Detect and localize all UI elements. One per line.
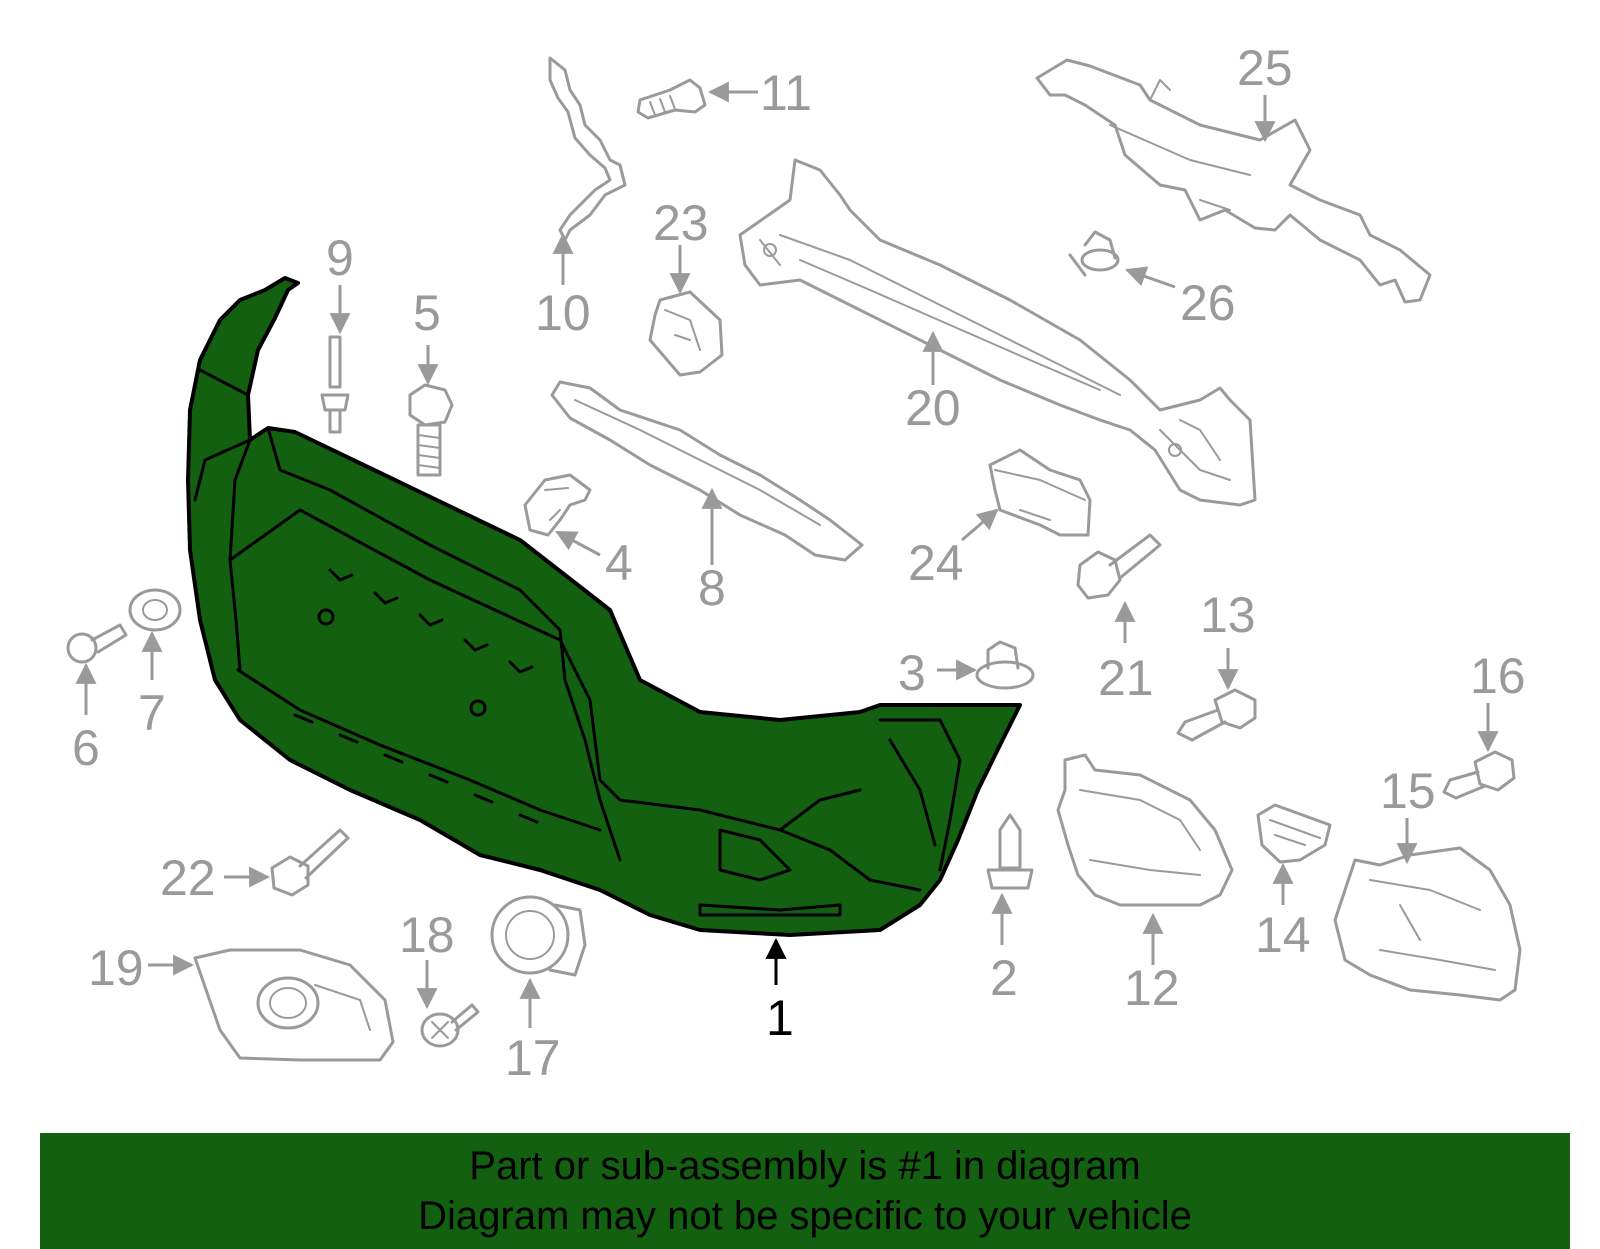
part-5-bolt[interactable] (408, 383, 454, 477)
callout-8: 8 (698, 560, 726, 616)
part-26-clip[interactable] (1068, 230, 1120, 277)
callout-6: 6 (72, 720, 100, 776)
part-8-absorber[interactable] (550, 380, 864, 562)
callout-4: 4 (605, 535, 633, 591)
callout-20: 20 (905, 380, 961, 436)
arrow-24 (961, 508, 999, 542)
part-10-wire-bracket[interactable] (548, 56, 627, 242)
part-21-bolt[interactable] (1076, 533, 1162, 600)
part-25-upper-bracket[interactable] (1035, 58, 1432, 304)
callout-18: 18 (399, 907, 455, 963)
callout-19: 19 (88, 940, 144, 996)
part-16-bolt[interactable] (1442, 750, 1516, 800)
part-15-shield[interactable] (1333, 846, 1522, 1002)
part-17-fog-lamp[interactable] (490, 895, 587, 977)
callout-9: 9 (326, 230, 354, 286)
callout-12: 12 (1124, 960, 1180, 1016)
part-13-bolt[interactable] (1176, 688, 1257, 742)
arrow-26 (1125, 266, 1176, 289)
callout-15: 15 (1380, 763, 1436, 819)
part-24-bracket[interactable] (988, 448, 1092, 537)
callout-10: 10 (535, 285, 591, 341)
part-1-bumper-cover[interactable] (186, 276, 1022, 937)
callout-17: 17 (505, 1030, 561, 1086)
callout-16: 16 (1470, 648, 1526, 704)
callout-5: 5 (413, 285, 441, 341)
part-22-bolt[interactable] (270, 828, 350, 897)
callout-24: 24 (908, 535, 964, 591)
part-9-pin[interactable] (320, 335, 350, 434)
part-11-bolt[interactable] (636, 78, 707, 120)
part-2-pin[interactable] (986, 813, 1034, 890)
part-4-bracket[interactable] (523, 473, 592, 537)
callout-arrows (75, 81, 1499, 1028)
callout-23: 23 (653, 195, 709, 251)
callout-labels: 1 2 3 4 5 6 7 8 9 10 11 12 13 14 15 16 1… (72, 40, 1526, 1086)
callout-21: 21 (1098, 650, 1154, 706)
callout-3: 3 (898, 645, 926, 701)
part-6-screw[interactable] (66, 623, 128, 664)
part-23-bracket[interactable] (648, 290, 724, 377)
banner-line-2: Diagram may not be specific to your vehi… (418, 1194, 1192, 1238)
banner-line-1: Part or sub-assembly is #1 in diagram (469, 1144, 1141, 1188)
part-20-reinforcement-beam[interactable] (738, 158, 1257, 507)
arrow-4 (555, 530, 601, 557)
callout-26: 26 (1180, 275, 1236, 331)
part-12-bracket[interactable] (1056, 753, 1234, 907)
part-14-connector[interactable] (1256, 803, 1332, 864)
part-19-fog-bezel[interactable] (193, 948, 395, 1062)
callout-14: 14 (1255, 907, 1311, 963)
callout-2: 2 (990, 950, 1018, 1006)
callout-7: 7 (138, 685, 166, 741)
part-7-grommet[interactable] (128, 588, 182, 632)
callout-1: 1 (766, 990, 794, 1046)
callout-22: 22 (160, 850, 216, 906)
callout-11: 11 (760, 65, 812, 121)
parts-diagram: 1 2 3 4 5 6 7 8 9 10 11 12 13 14 15 16 1… (66, 40, 1526, 1086)
part-18-screw[interactable] (420, 1003, 480, 1048)
info-banner: Part or sub-assembly is #1 in diagram Di… (40, 1133, 1570, 1249)
callout-25: 25 (1237, 40, 1293, 96)
callout-13: 13 (1200, 587, 1256, 643)
part-3-clip[interactable] (975, 640, 1035, 690)
